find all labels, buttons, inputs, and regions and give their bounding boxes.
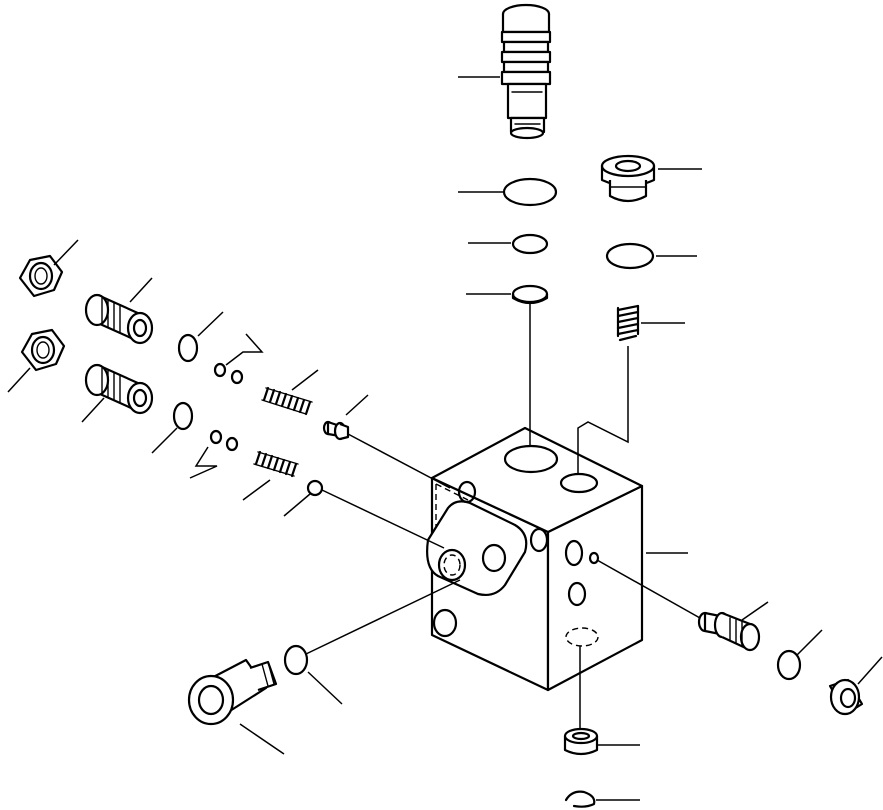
o-ring-top-right xyxy=(605,242,655,270)
plug-lower-left xyxy=(187,658,278,726)
plug-top-right xyxy=(600,154,656,203)
collar-bottom xyxy=(563,727,599,756)
small-rings-lower xyxy=(209,429,239,452)
backup-ring-top xyxy=(511,284,549,305)
poppet-pin xyxy=(322,420,350,441)
spring-left-upper xyxy=(261,386,313,416)
leader-lines xyxy=(7,76,883,801)
snap-ring-bottom xyxy=(564,790,596,808)
assembly-lines xyxy=(305,302,701,730)
sleeve-upper xyxy=(84,293,154,345)
o-ring-right xyxy=(776,649,802,681)
spring-top-right xyxy=(616,304,640,342)
o-ring-left-lower xyxy=(172,401,194,431)
small-rings-upper xyxy=(213,362,244,385)
nut-lower xyxy=(20,328,66,372)
sleeve-lower xyxy=(84,363,154,415)
ball xyxy=(306,479,324,497)
nut-upper xyxy=(18,254,64,298)
o-ring-small-top xyxy=(511,233,549,255)
valve-body xyxy=(426,426,644,692)
spring-left-lower xyxy=(253,450,299,478)
relief-valve-cartridge xyxy=(500,3,552,140)
o-ring-lower-left xyxy=(283,644,309,676)
check-valve-right xyxy=(697,611,761,652)
o-ring-left-upper xyxy=(177,333,199,363)
o-ring-large-top xyxy=(502,177,558,207)
plug-far-right xyxy=(828,678,864,716)
